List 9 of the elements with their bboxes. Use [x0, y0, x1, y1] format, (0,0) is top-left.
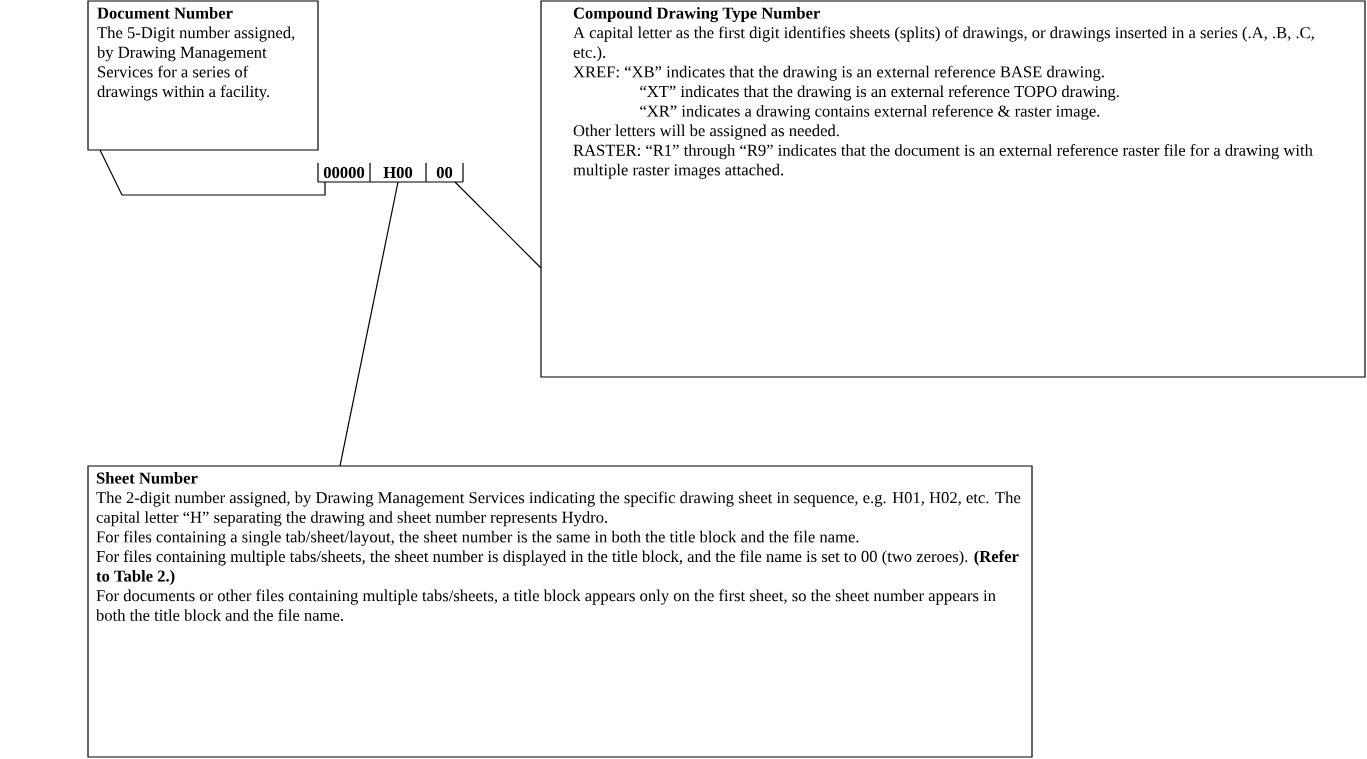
callout-box: Sheet Number The 2-digit number assigned, by Drawing Management Services indicating the specific drawing sheet in sequence, e.g. H01, H02, etc. The capital letter “H” separating the drawing and sheet number represents Hydro. For files containing a single tab/sheet/layout, the sheet number is the same in both the title block and the file name. For files containing multiple tabs/sheets, the sheet number is displayed in the title block, and the file name is set to 00 (two zeroes). (Refer to Table 2.) For documents or other files containing multiple tabs/sheets, a title block appears only on the first sheet, so the sheet number appears in both the title block and the file name.: [87, 465, 1033, 758]
callout-box: Compound Drawing Type Number A capital letter as the first digit identifies sheets (splits) of drawings, or drawings inserted in a series (.A, .B, .C, etc.). XREF: “XB” indicates that the drawing is an external reference BASE drawing. “XT” indicates that the drawing is an external reference TOPO drawing. “XR” indicates a drawing contains external reference & raster image. Other letters will be assigned as needed. RASTER: “R1” through “R9” indicates that the document is an external reference raster file for a drawing with multiple raster images attached.: [540, 0, 1366, 378]
leader-line: [99, 149, 326, 196]
leader-line: [339, 181, 399, 467]
number-field: 00: [436, 166, 453, 179]
leader-line: [454, 181, 542, 269]
number-field: H00: [383, 166, 413, 179]
callout-box: Document Number The 5-Digit number assigned, by Drawing Management Services for a series of drawings within a facility.: [87, 0, 319, 151]
number-field: 00000: [323, 166, 365, 179]
